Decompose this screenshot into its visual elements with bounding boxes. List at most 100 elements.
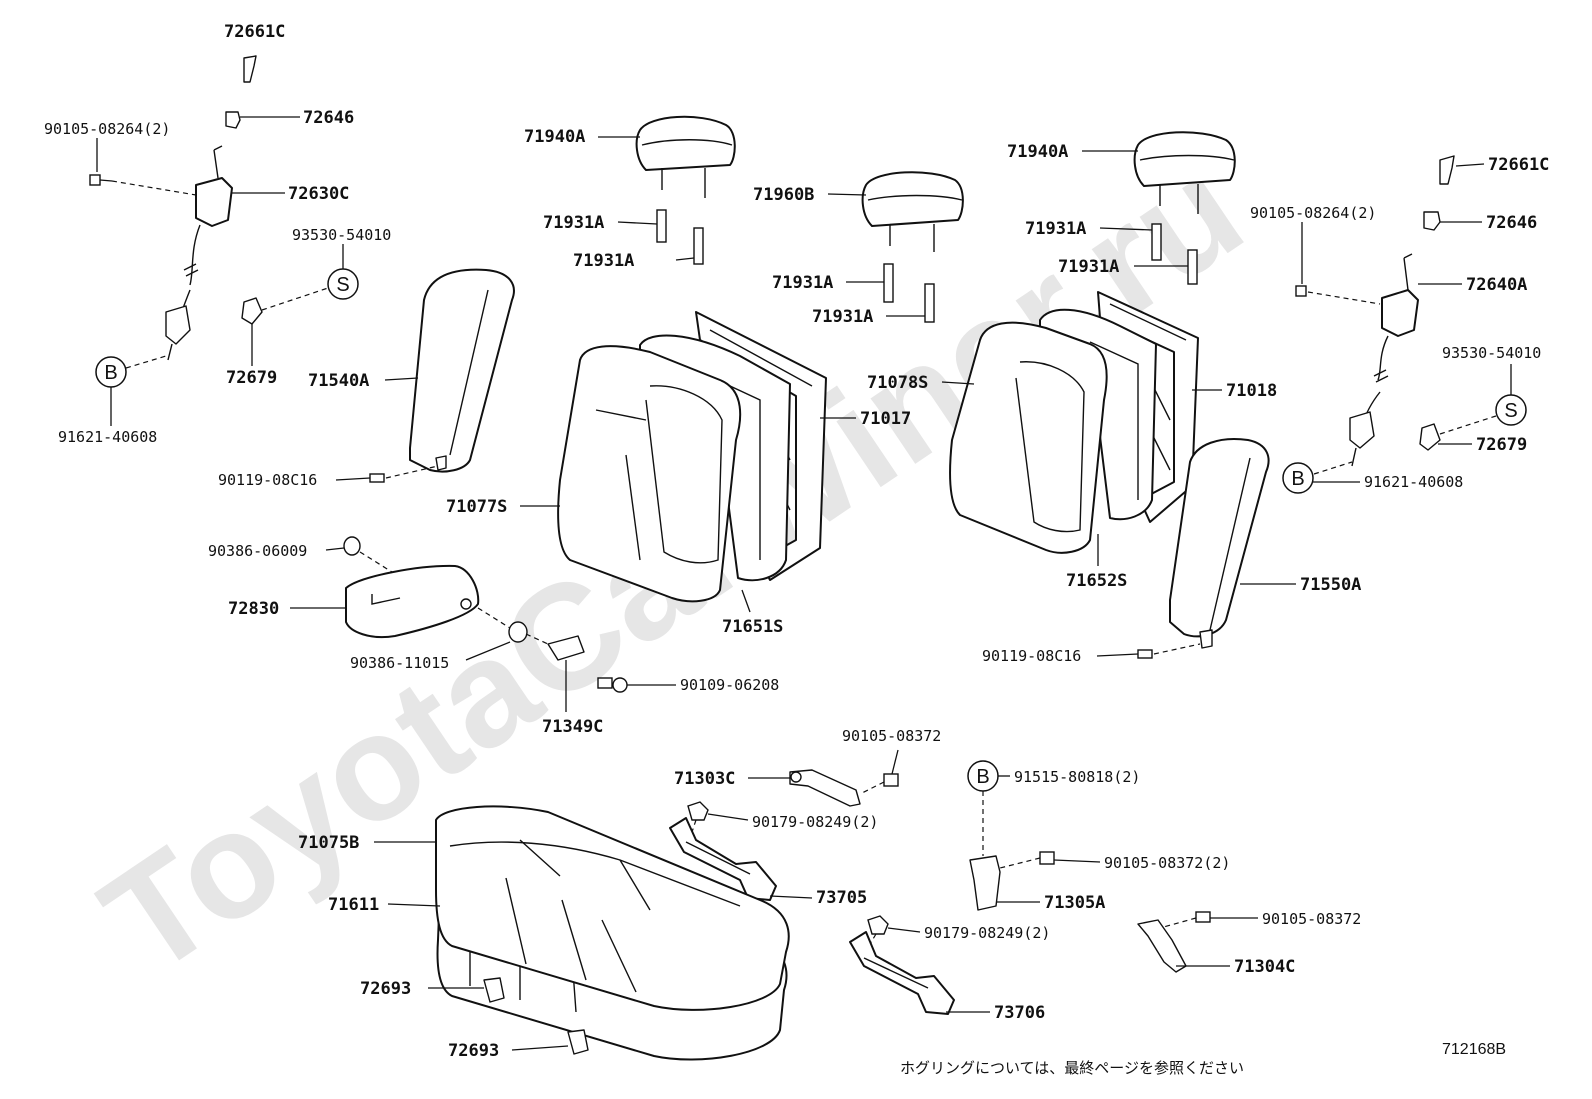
footnote-text: ホグリングについては、最終ページを参照ください [900,1059,1244,1077]
label-72679-right: 72679 [1476,435,1527,455]
label-71931a-6: 71931A [1058,257,1119,277]
svg-text:B: B [1291,468,1304,490]
label-71651s: 71651S [722,617,783,637]
part-72640a-lock[interactable] [1349,253,1419,467]
part-71940a-headrest-left[interactable] [635,115,736,198]
part-71931a-guide-3[interactable] [883,263,894,303]
part-73706-hinge[interactable] [849,931,955,1015]
label-71940a-left: 71940A [524,127,585,147]
label-72646-left: 72646 [303,108,354,128]
label-73706: 73706 [994,1003,1045,1023]
label-72640a: 72640A [1466,275,1527,295]
bolt-90105-08264-left[interactable] [89,174,113,186]
label-72830: 72830 [228,599,279,619]
label-91621-40608-right: 91621-40608 [1364,473,1463,491]
part-71931a-guide-1[interactable] [656,209,667,243]
label-91621-40608-left: 91621-40608 [58,428,157,446]
part-71931a-guide-2[interactable] [693,227,704,265]
diagram-id: 712168B [1442,1041,1506,1058]
label-71931a-3: 71931A [772,273,833,293]
part-72661c-left[interactable] [243,55,257,83]
part-72630c-lock[interactable] [165,145,233,361]
part-90386-11015-cushion[interactable] [508,621,528,643]
part-72646-left[interactable] [225,111,241,129]
part-71077s-seatback-left[interactable] [557,345,742,603]
label-71931a-2: 71931A [573,251,634,271]
label-71078s: 71078S [867,373,928,393]
label-71349c: 71349C [542,717,603,737]
label-71304c: 71304C [1234,957,1295,977]
svg-text:S: S [1504,400,1517,422]
label-93530-54010-left: 93530-54010 [292,226,391,244]
bolt-90105-08372-c[interactable] [1195,911,1211,923]
callout-b-right: B [1282,462,1314,494]
bolt-90109-06208[interactable] [597,677,628,693]
label-71018: 71018 [1226,381,1277,401]
label-90119-08c16-left: 90119-08C16 [218,471,317,489]
callout-s-left: S [327,268,359,300]
label-71931a-4: 71931A [812,307,873,327]
label-71540a: 71540A [308,371,369,391]
label-90109-06208: 90109-06208 [680,676,779,694]
part-71305a-bracket[interactable] [969,855,1001,911]
label-71611: 71611 [328,895,379,915]
label-90105-08264-left: 90105-08264(2) [44,120,170,138]
part-71303c-bracket[interactable] [789,769,861,807]
part-72646-right[interactable] [1423,211,1441,231]
label-73705: 73705 [816,888,867,908]
label-71931a-1: 71931A [543,213,604,233]
label-90386-06009: 90386-06009 [208,542,307,560]
label-72661c-right: 72661C [1488,155,1549,175]
label-90179-08249-a: 90179-08249(2) [752,813,878,831]
part-72830-armrest[interactable] [345,564,480,638]
bolt-90105-08372-b[interactable] [1039,851,1055,865]
label-72661c-left: 72661C [224,22,285,42]
part-72661c-right[interactable] [1439,155,1455,185]
nut-90179-08249-a[interactable] [687,801,709,821]
svg-text:S: S [336,274,349,296]
label-72693-a: 72693 [360,979,411,999]
part-73705-hinge[interactable] [669,817,777,901]
label-71550a: 71550A [1300,575,1361,595]
callout-b-lower: B [967,760,999,792]
part-72679-left[interactable] [241,297,263,325]
label-90105-08372-a: 90105-08372 [842,727,941,745]
label-93530-54010-right: 93530-54010 [1442,344,1541,362]
label-71017: 71017 [860,409,911,429]
svg-text:B: B [976,766,989,788]
label-71931a-5: 71931A [1025,219,1086,239]
svg-text:B: B [104,362,117,384]
part-72679-right[interactable] [1419,423,1441,451]
part-71960b-headrest-center[interactable] [861,171,964,252]
part-71931a-guide-4[interactable] [924,283,935,323]
part-90386-06009-cushion[interactable] [343,536,361,556]
part-71349c-bracket[interactable] [547,635,585,661]
clip-72693-b[interactable] [567,1029,589,1055]
part-71304c-bracket[interactable] [1137,919,1187,973]
label-90105-08264-right: 90105-08264(2) [1250,204,1376,222]
callout-s-right: S [1495,394,1527,426]
nut-90179-08249-b[interactable] [867,915,889,935]
part-71540a-side-back[interactable] [409,268,515,473]
bolt-90105-08372-a[interactable] [883,773,899,787]
part-71550a-side-back[interactable] [1169,438,1270,649]
part-71940a-headrest-right[interactable] [1133,131,1236,214]
label-71303c: 71303C [674,769,735,789]
clip-72693-a[interactable] [483,977,505,1003]
bolt-90105-08264-right[interactable] [1295,285,1307,297]
bolt-90119-08c16-right[interactable] [1137,649,1153,659]
bolt-90119-08c16-left[interactable] [369,473,385,483]
part-71075b-seat-cover[interactable] [435,805,790,1011]
part-71931a-guide-6[interactable] [1187,249,1198,285]
label-91515-80818: 91515-80818(2) [1014,768,1140,786]
label-90105-08372-b: 90105-08372(2) [1104,854,1230,872]
label-90105-08372-c: 90105-08372 [1262,910,1361,928]
label-71075b: 71075B [298,833,359,853]
label-71305a: 71305A [1044,893,1105,913]
part-71931a-guide-5[interactable] [1151,223,1162,261]
label-72693-b: 72693 [448,1041,499,1061]
part-71078s-seatback-right[interactable] [949,321,1108,554]
label-71960b: 71960B [753,185,814,205]
label-72630c: 72630C [288,184,349,204]
callout-b-left: B [95,356,127,388]
